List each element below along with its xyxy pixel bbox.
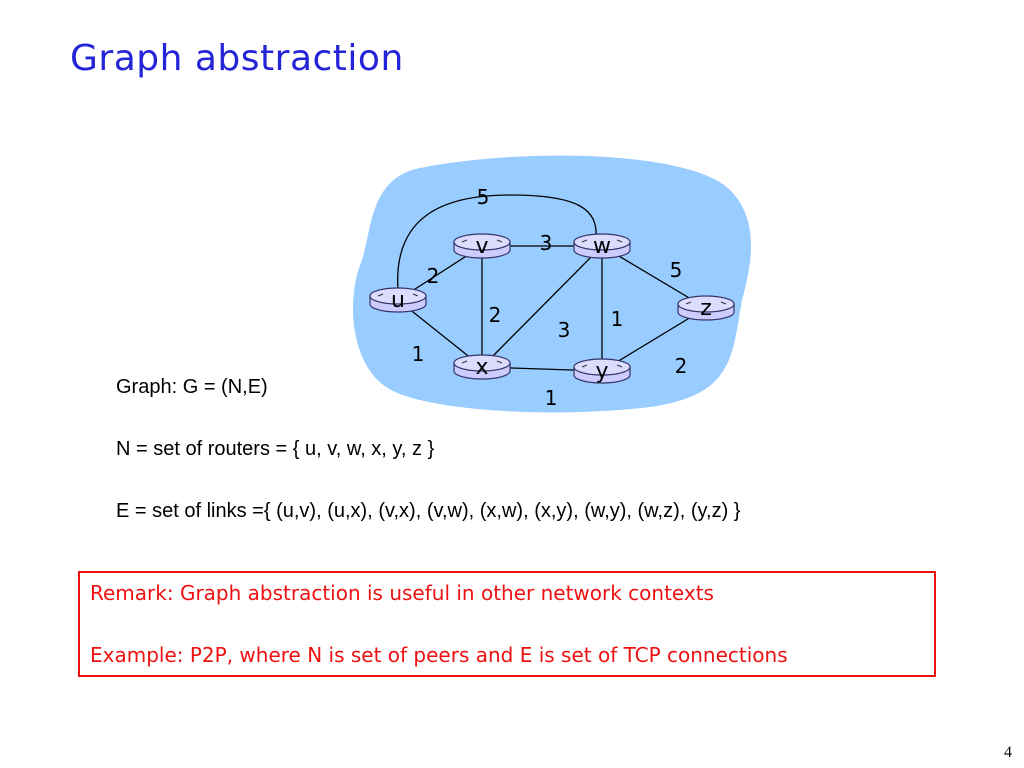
router-v: v (453, 233, 511, 259)
weight-x-y: 1 (545, 386, 558, 410)
weights-layer: 5 3 2 5 2 3 1 1 2 1 (412, 185, 688, 410)
router-x: x (453, 354, 511, 380)
router-label-x: x (475, 355, 488, 380)
router-label-v: v (475, 234, 488, 259)
edge-x-w (481, 245, 603, 368)
edge-u-w (397, 194, 597, 291)
slide-title: Graph abstraction (70, 38, 404, 79)
router-w: w (573, 233, 631, 259)
router-label-u: u (391, 288, 405, 313)
remark-text: Remark: Graph abstraction is useful in o… (90, 581, 714, 605)
page-number: 4 (1004, 744, 1012, 761)
weight-x-w: 3 (558, 318, 571, 342)
router-y: y (573, 358, 631, 384)
network-cloud (352, 155, 751, 413)
weight-u-w: 5 (477, 185, 490, 209)
weight-w-y: 1 (611, 307, 624, 331)
weight-u-v: 2 (427, 264, 440, 288)
nodes-layer: u v w x y z (369, 233, 735, 384)
edges-definition: E = set of links ={ (u,v), (u,x), (v,x),… (116, 500, 741, 522)
weight-u-x: 1 (412, 342, 425, 366)
weight-w-z: 5 (670, 258, 683, 282)
router-label-z: z (700, 296, 712, 321)
weight-y-z: 2 (675, 354, 688, 378)
graph-definition: Graph: G = (N,E) (116, 376, 268, 398)
example-text: Example: P2P, where N is set of peers an… (90, 643, 788, 667)
router-label-y: y (595, 359, 608, 384)
remark-box: Remark: Graph abstraction is useful in o… (78, 571, 936, 677)
weight-v-w: 3 (540, 231, 553, 255)
nodes-definition: N = set of routers = { u, v, w, x, y, z … (116, 438, 435, 460)
router-u: u (369, 287, 427, 313)
router-z: z (677, 295, 735, 321)
router-label-w: w (593, 234, 611, 259)
weight-v-x: 2 (489, 303, 502, 327)
